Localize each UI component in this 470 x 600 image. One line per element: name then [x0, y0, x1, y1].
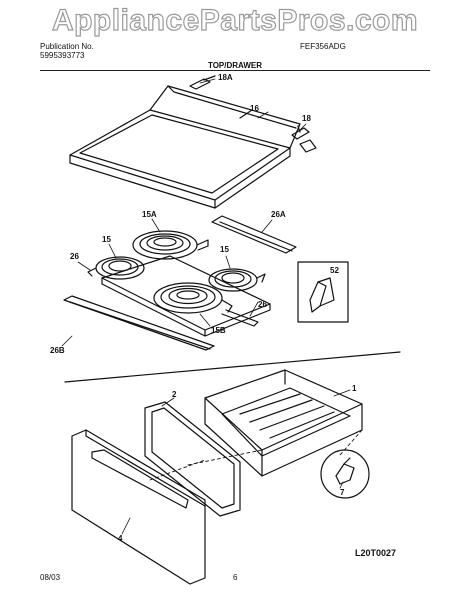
element-15-right — [208, 268, 266, 292]
assembly-dashed-lines — [149, 429, 363, 481]
trim-strip-26b — [63, 295, 215, 351]
publication-label: Publication No. — [40, 42, 94, 51]
callout-26a: 26A — [271, 210, 286, 219]
model-number: FEF356ADG — [300, 42, 346, 51]
element-15-left — [87, 256, 145, 280]
callout-18a: 18A — [218, 73, 233, 82]
trim-26-right — [221, 309, 259, 327]
callout-26-right: 26 — [258, 300, 267, 309]
section-divider — [64, 351, 401, 383]
callout-1: 1 — [352, 384, 357, 393]
inset-box-52 — [297, 261, 349, 323]
header-divider — [40, 70, 430, 71]
burner-bracket — [101, 255, 271, 337]
drawer-1 — [204, 369, 363, 477]
drawer-panel-2 — [144, 401, 241, 517]
diagram-code: L20T0027 — [355, 548, 397, 558]
element-15b — [153, 282, 233, 314]
callout-7: 7 — [340, 488, 345, 497]
detail-circle-7 — [320, 449, 370, 499]
callout-16: 16 — [250, 104, 259, 113]
callout-2: 2 — [172, 390, 177, 399]
cooktop-16 — [69, 85, 301, 209]
footer-date: 08/03 — [40, 573, 61, 582]
section-title: TOP/DRAWER — [207, 61, 263, 70]
element-15a — [132, 230, 209, 260]
callout-15-left: 15 — [102, 235, 111, 244]
publication-number: 5995393773 — [40, 51, 85, 60]
callout-26b: 26B — [50, 346, 65, 355]
callout-15-right: 15 — [220, 245, 229, 254]
callout-18: 18 — [302, 114, 311, 123]
callout-4: 4 — [118, 534, 123, 543]
callout-26-left: 26 — [70, 252, 79, 261]
trim-strip-26a — [211, 215, 297, 254]
drawer-front-4 — [71, 429, 206, 585]
bracket-18a — [189, 75, 216, 90]
callout-15a: 15A — [142, 210, 157, 219]
leader-lines — [61, 78, 351, 535]
clip-18 — [291, 125, 317, 153]
callout-52: 52 — [330, 266, 339, 275]
callout-15b: 15B — [211, 326, 226, 335]
footer-page-number: 6 — [233, 573, 238, 582]
